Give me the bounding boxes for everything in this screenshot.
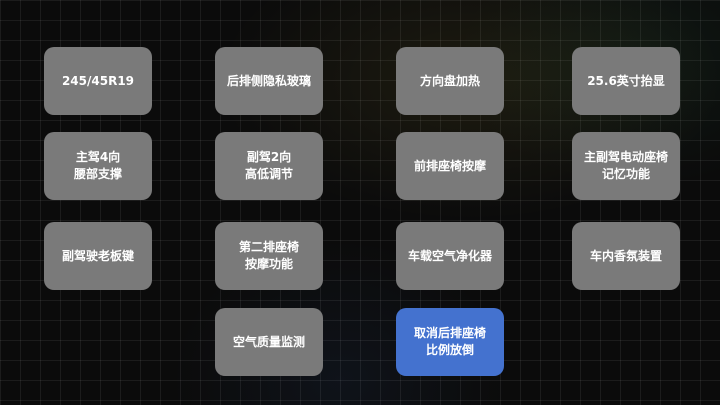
option-passenger-boss-key[interactable]: 副驾驶老板键 <box>44 222 152 290</box>
option-label: 空气质量监测 <box>232 334 305 349</box>
option-label-line-1: 取消后排座椅 <box>413 326 486 340</box>
option-air-purifier[interactable]: 车载空气净化器 <box>396 222 504 290</box>
option-label-line-2: 记忆功能 <box>601 167 650 181</box>
option-label-line-2: 按摩功能 <box>244 257 293 271</box>
option-second-row-massage[interactable]: 第二排座椅 按摩功能 <box>215 222 323 290</box>
option-passenger-height-adjust[interactable]: 副驾2向 高低调节 <box>215 132 323 200</box>
option-label: 245/45R19 <box>61 73 135 88</box>
option-tire-size[interactable]: 245/45R19 <box>44 47 152 115</box>
option-hud[interactable]: 25.6英寸抬显 <box>572 47 680 115</box>
option-label-line-2: 高低调节 <box>244 167 293 181</box>
option-label-line-1: 主驾4向 <box>75 150 121 164</box>
option-air-quality-monitor[interactable]: 空气质量监测 <box>215 308 323 376</box>
option-label-line-2: 腰部支撑 <box>73 167 122 181</box>
option-seat-memory[interactable]: 主副驾电动座椅 记忆功能 <box>572 132 680 200</box>
option-label: 25.6英寸抬显 <box>587 73 665 88</box>
option-front-seat-massage[interactable]: 前排座椅按摩 <box>396 132 504 200</box>
option-label: 后排侧隐私玻璃 <box>226 73 311 88</box>
option-label: 方向盘加热 <box>419 73 480 88</box>
option-cancel-rear-seat-fold[interactable]: 取消后排座椅 比例放倒 <box>396 308 504 376</box>
option-heated-steering-wheel[interactable]: 方向盘加热 <box>396 47 504 115</box>
option-label-line-1: 第二排座椅 <box>238 240 299 254</box>
option-fragrance[interactable]: 车内香氛装置 <box>572 222 680 290</box>
option-label-line-2: 比例放倒 <box>425 343 474 357</box>
option-driver-lumbar-support[interactable]: 主驾4向 腰部支撑 <box>44 132 152 200</box>
option-label-line-1: 副驾2向 <box>246 150 292 164</box>
option-label: 车载空气净化器 <box>407 248 492 263</box>
option-label-line-1: 主副驾电动座椅 <box>583 150 668 164</box>
option-rear-privacy-glass[interactable]: 后排侧隐私玻璃 <box>215 47 323 115</box>
option-label: 车内香氛装置 <box>589 248 662 263</box>
option-label: 前排座椅按摩 <box>413 158 486 173</box>
option-label: 副驾驶老板键 <box>61 248 134 263</box>
